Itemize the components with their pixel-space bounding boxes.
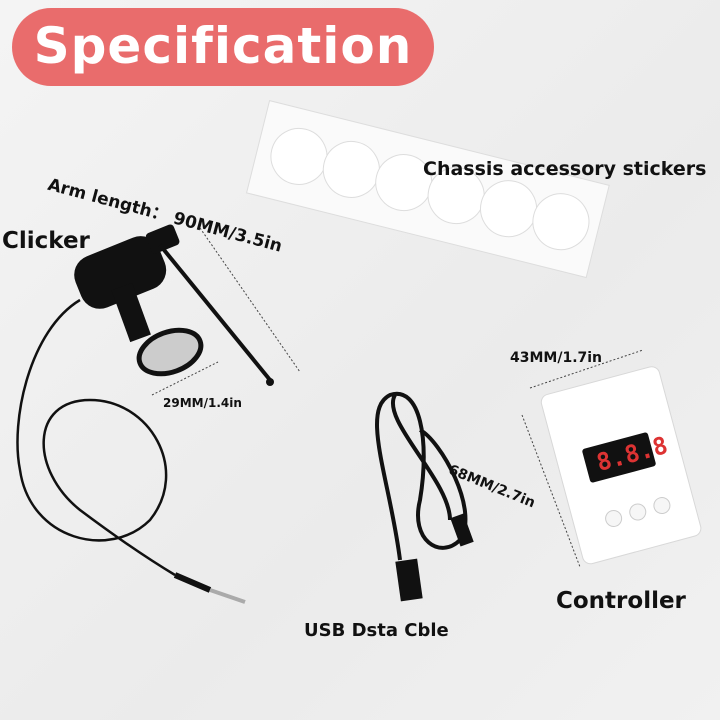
clicker-cable <box>16 298 176 577</box>
width-label: 43MM/1.7in <box>510 350 603 366</box>
pad-size-label: 29MM/1.4in <box>163 396 242 410</box>
stickers-label: Chassis accessory stickers <box>423 158 707 180</box>
specification-banner: Specification <box>12 8 434 86</box>
clicker-label: Clicker <box>2 228 90 254</box>
usb-cable-label: USB Dsta Cble <box>304 620 449 641</box>
usb-cable <box>375 391 474 602</box>
controller-device <box>540 366 702 565</box>
controller-label: Controller <box>556 588 686 614</box>
clicker <box>74 224 274 386</box>
sticker-sheet <box>245 100 610 279</box>
